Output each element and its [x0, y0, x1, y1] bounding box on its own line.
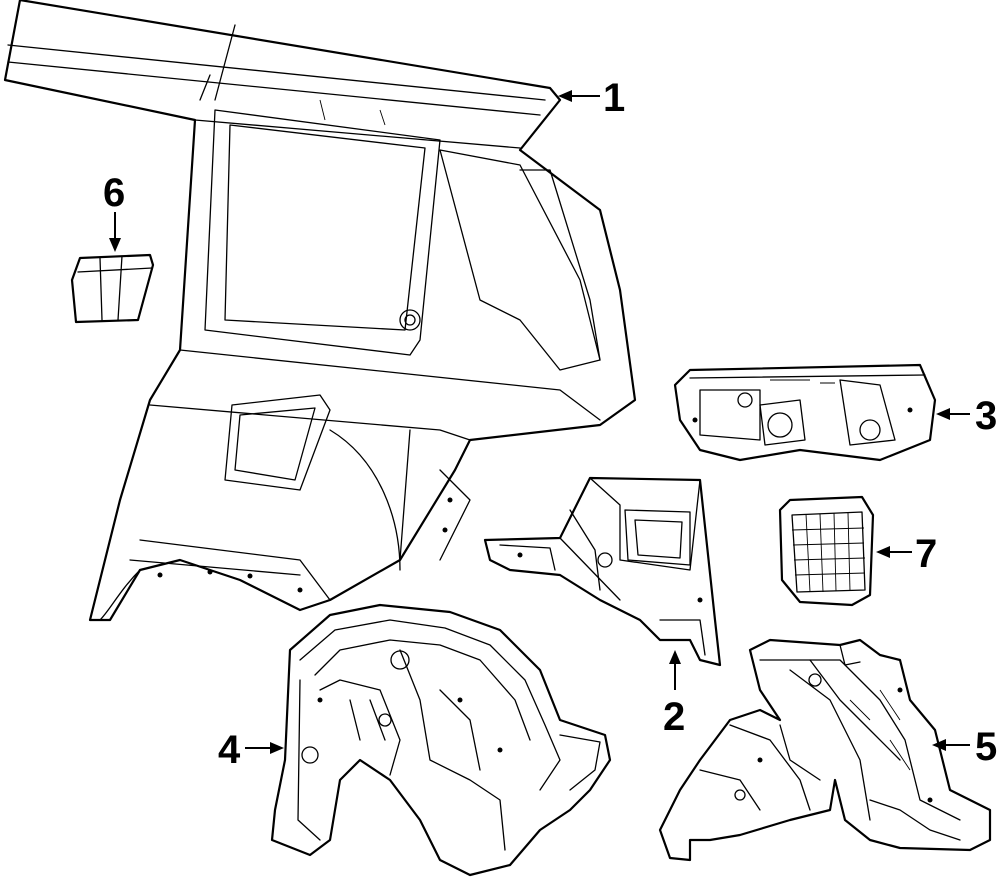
callout-7: 7 [876, 532, 937, 576]
part-6-cover[interactable] [70, 253, 155, 324]
callout-2-label: 2 [663, 695, 685, 739]
callout-5-label: 5 [975, 725, 997, 769]
part-1-quarter-panel[interactable] [3, 0, 637, 622]
callout-2: 2 [663, 650, 685, 739]
callout-7-label: 7 [915, 532, 937, 576]
part-4-wheelhouse-liner[interactable] [270, 603, 612, 877]
callout-5: 5 [932, 725, 997, 769]
callout-1-label: 1 [603, 76, 625, 120]
callout-4: 4 [218, 728, 284, 772]
callout-3: 3 [936, 394, 997, 438]
part-5-inner-liner[interactable] [658, 638, 992, 862]
callout-6-label: 6 [103, 171, 125, 215]
callout-4-label: 4 [218, 728, 241, 772]
callout-3-label: 3 [975, 394, 997, 438]
callout-6: 6 [103, 171, 125, 252]
part-3-rear-panel[interactable] [673, 363, 937, 462]
callout-1: 1 [558, 76, 625, 120]
part-7-grille[interactable] [778, 495, 875, 607]
part-2-inner-panel[interactable] [483, 476, 722, 667]
